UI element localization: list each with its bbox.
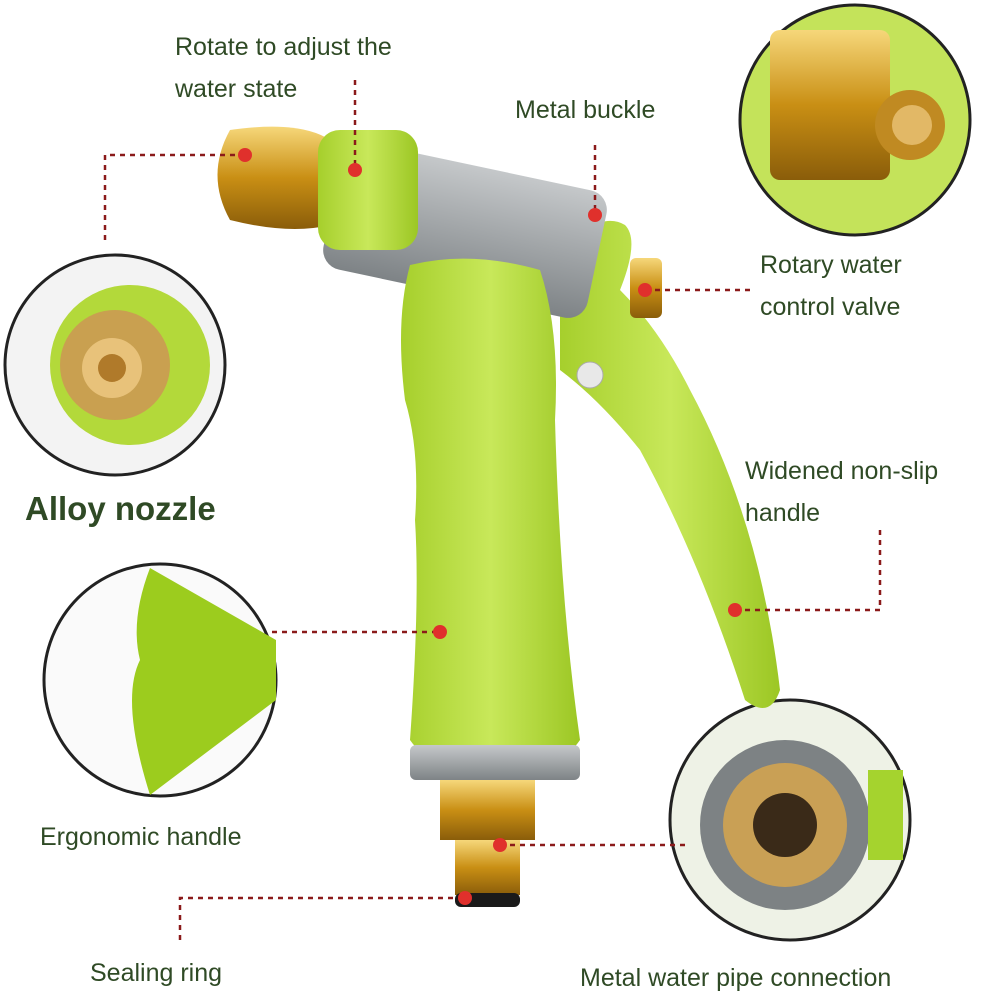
- label-alloy-nozzle: Alloy nozzle: [25, 490, 216, 527]
- label-widened-handle: Widened non-slip handle: [745, 450, 938, 534]
- leader-lines: [103, 80, 882, 940]
- label-rotary-line1: Rotary water: [760, 251, 902, 279]
- label-rotary-line2: control valve: [760, 293, 901, 321]
- label-widened-line2: handle: [745, 499, 821, 527]
- spray-gun: [217, 126, 780, 907]
- detail-circle-nozzle: [3, 253, 227, 477]
- detail-circle-handle: [42, 562, 278, 798]
- label-sealing-ring: Sealing ring: [90, 959, 223, 987]
- detail-circle-valve: [738, 3, 972, 237]
- label-widened-line1: Widened non-slip: [745, 457, 939, 485]
- callout-dots: [238, 148, 742, 905]
- label-rotary-valve: Rotary water control valve: [760, 244, 902, 328]
- label-rotate: Rotate to adjust the water state: [175, 26, 392, 110]
- detail-circle-connection: [668, 698, 912, 942]
- label-metal-buckle: Metal buckle: [515, 96, 656, 124]
- label-rotate-line1: Rotate to adjust the: [175, 33, 392, 61]
- label-rotate-line2: water state: [175, 75, 298, 103]
- label-metal-pipe-connection: Metal water pipe connection: [580, 964, 892, 992]
- label-ergonomic-handle: Ergonomic handle: [40, 823, 242, 851]
